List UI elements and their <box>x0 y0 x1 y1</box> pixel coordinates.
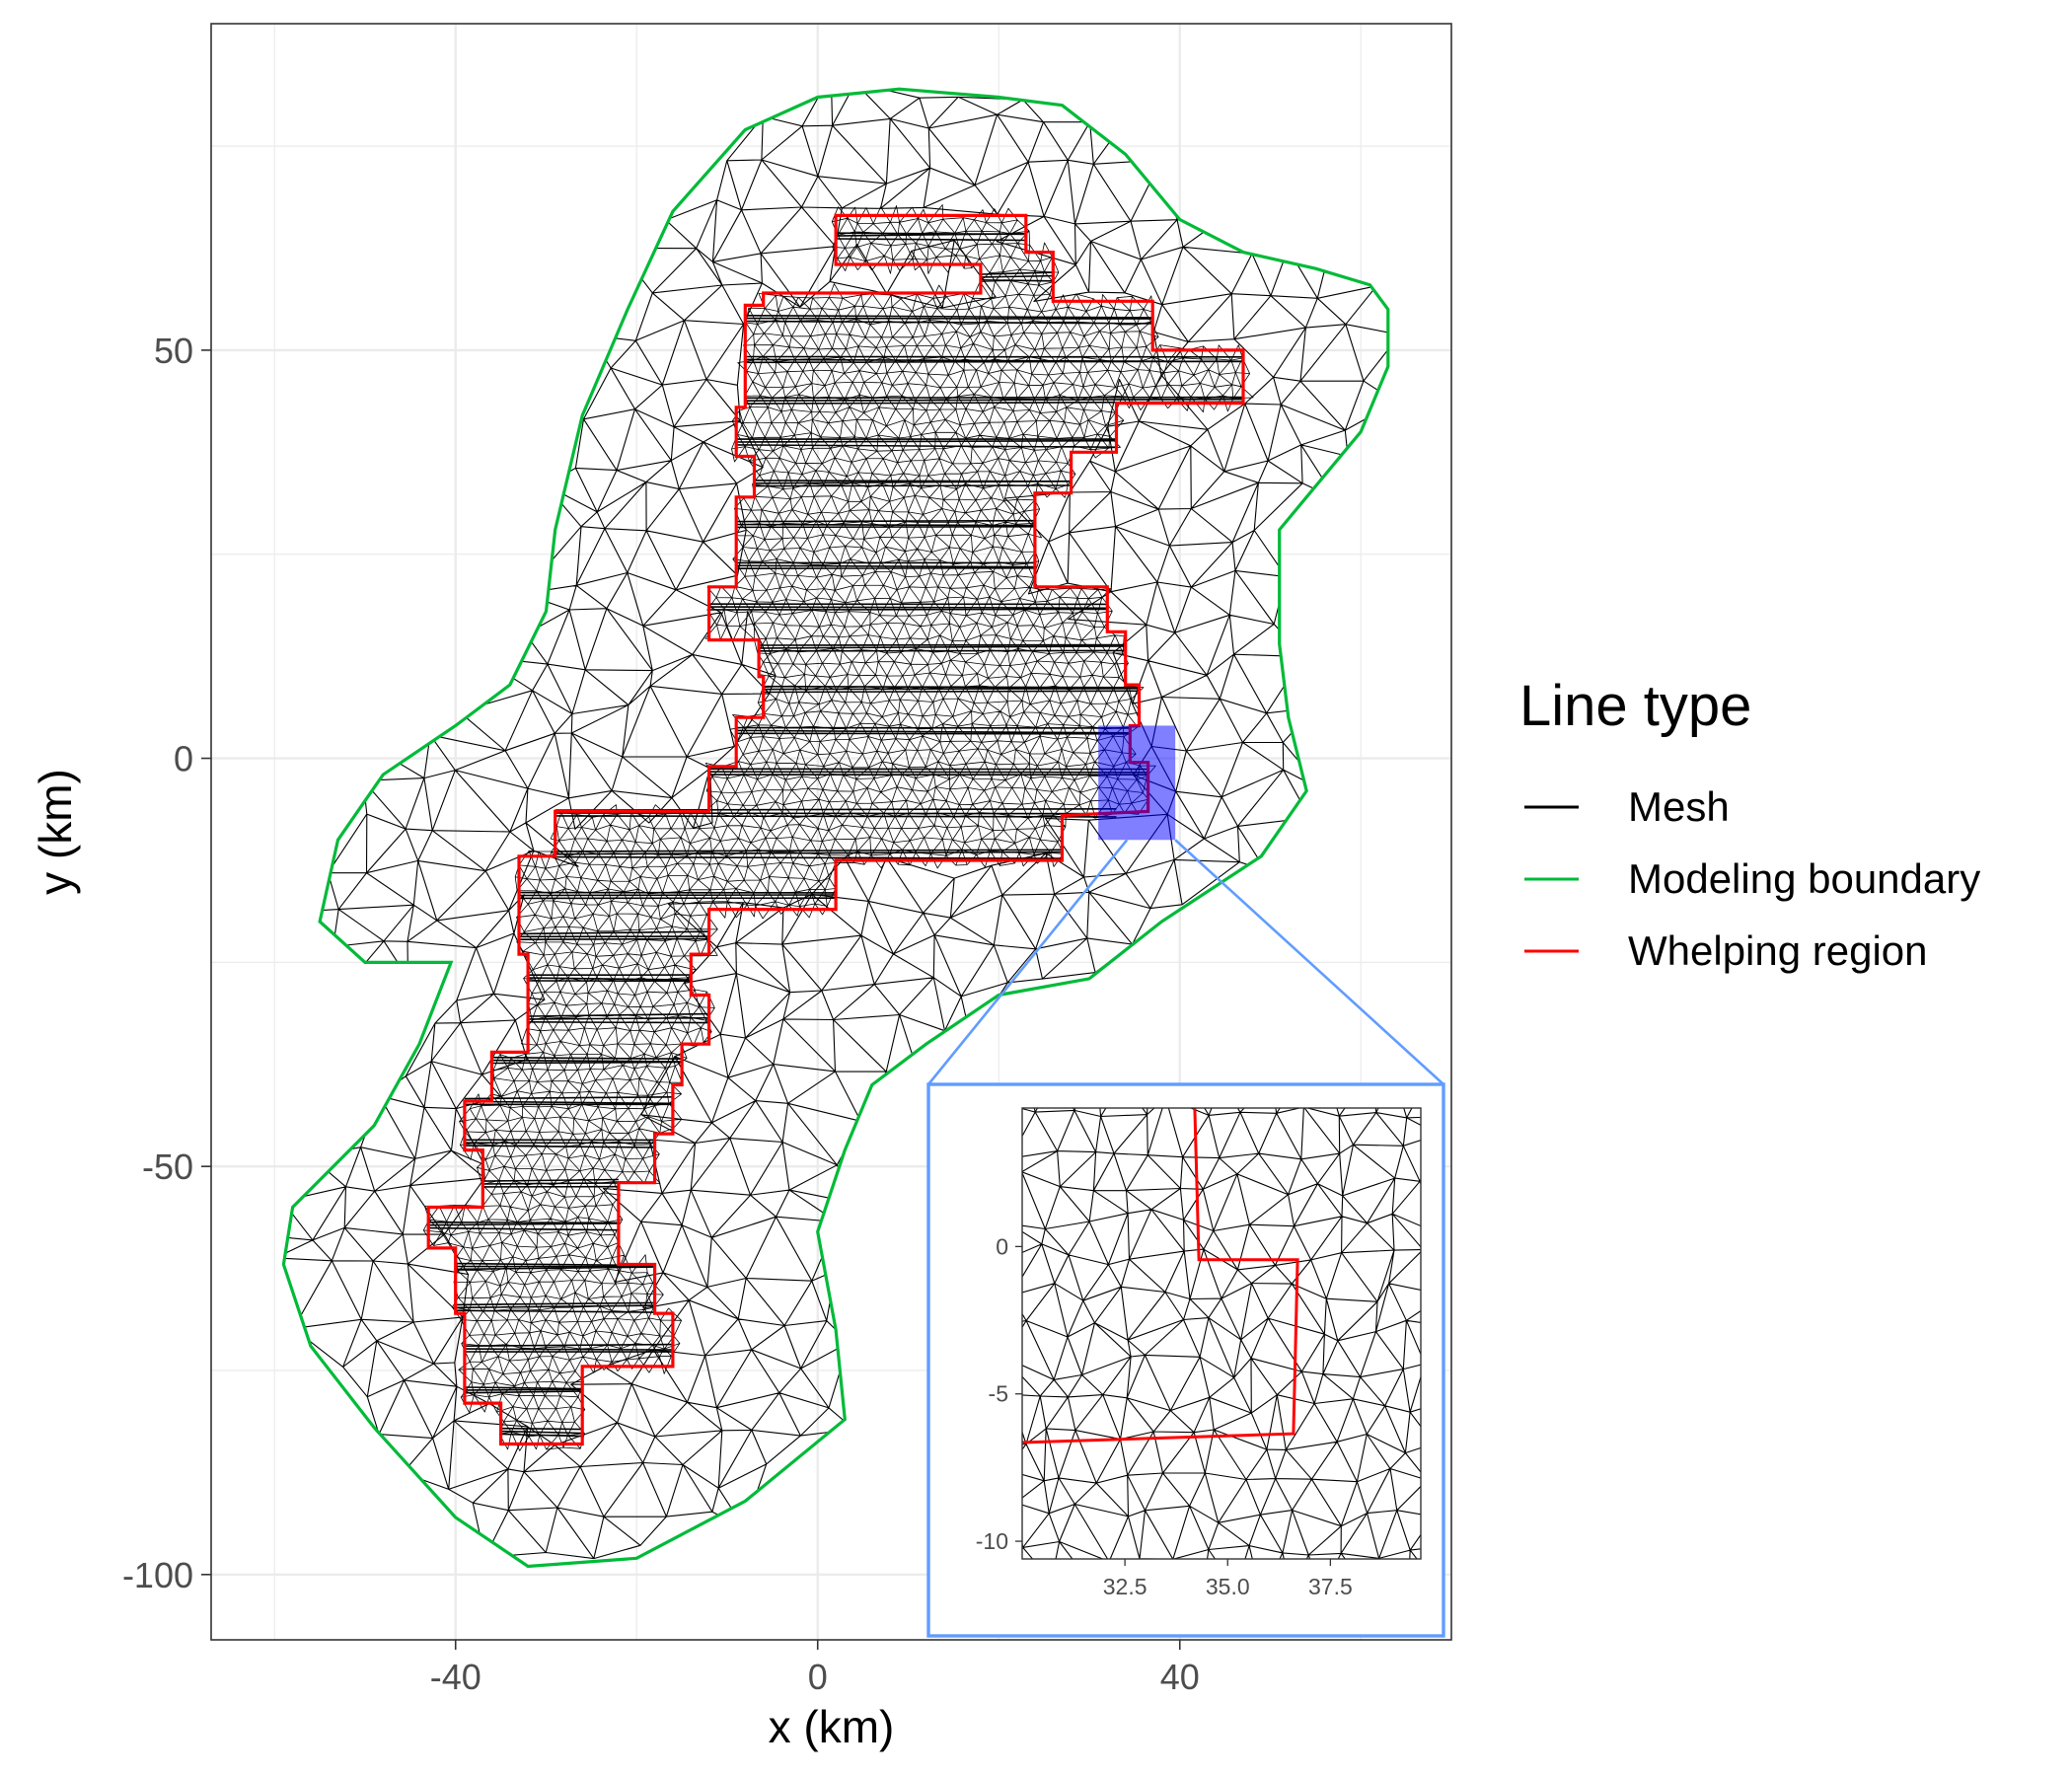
inset-connector-right <box>1174 839 1444 1085</box>
inset-x-tick-label: 35.0 <box>1206 1574 1250 1599</box>
modeling-boundary-line <box>281 87 1390 1569</box>
inset-y-axis-ticks: 0 -5 -10 <box>976 1233 1022 1554</box>
legend-item-modeling-boundary: Modeling boundary <box>1524 855 1980 902</box>
x-axis-ticks: -40 0 40 <box>430 1640 1200 1697</box>
fine-mesh <box>422 204 1254 1451</box>
inset-x-axis-ticks: 32.5 35.0 37.5 <box>1103 1559 1353 1599</box>
legend-item-mesh: Mesh <box>1524 783 1730 830</box>
y-axis-ticks: 50 0 -50 -100 <box>122 331 211 1595</box>
mesh-bands <box>428 232 1244 1438</box>
y-tick-label: 0 <box>174 739 193 779</box>
legend-label-mesh: Mesh <box>1628 783 1730 830</box>
x-axis-title: x (km) <box>769 1701 895 1752</box>
whelping-region-line <box>426 213 1245 1446</box>
inset-mesh-triangles <box>1022 1108 1421 1559</box>
y-tick-label: 50 <box>154 331 193 371</box>
y-tick-label: -100 <box>122 1555 193 1595</box>
x-tick-label: 0 <box>808 1657 828 1697</box>
x-tick-label: -40 <box>430 1657 481 1697</box>
main-plot-border <box>210 23 1452 1641</box>
legend-label-whelping-region: Whelping region <box>1628 927 1928 974</box>
legend-label-modeling-boundary: Modeling boundary <box>1628 855 1980 902</box>
inset-panel-border <box>1021 1107 1422 1560</box>
inset-frame <box>926 1082 1445 1638</box>
mesh-lines <box>283 89 1388 1560</box>
inset-x-tick-label: 32.5 <box>1103 1574 1147 1599</box>
zoom-highlight-box <box>1098 725 1176 841</box>
y-axis-title: y (km) <box>30 769 81 895</box>
y-tick-label: -50 <box>142 1147 193 1187</box>
inset-y-tick-label: -5 <box>989 1381 1008 1407</box>
inset-plot: 32.5 35.0 37.5 0 -5 -10 <box>926 1082 1445 1638</box>
legend-item-whelping-region: Whelping region <box>1524 927 1928 974</box>
legend: Line type Mesh Modeling boundary Whelpin… <box>1519 674 1980 974</box>
inset-connector-left <box>926 839 1129 1085</box>
legend-title: Line type <box>1519 674 1751 738</box>
x-tick-label: 40 <box>1160 1657 1200 1697</box>
inset-x-tick-label: 37.5 <box>1308 1574 1353 1599</box>
inset-whelping-region-line <box>1022 1108 1299 1444</box>
inset-y-tick-label: 0 <box>996 1233 1008 1259</box>
inset-y-tick-label: -10 <box>976 1528 1008 1554</box>
inset-mesh-lines <box>1022 1108 1421 1559</box>
